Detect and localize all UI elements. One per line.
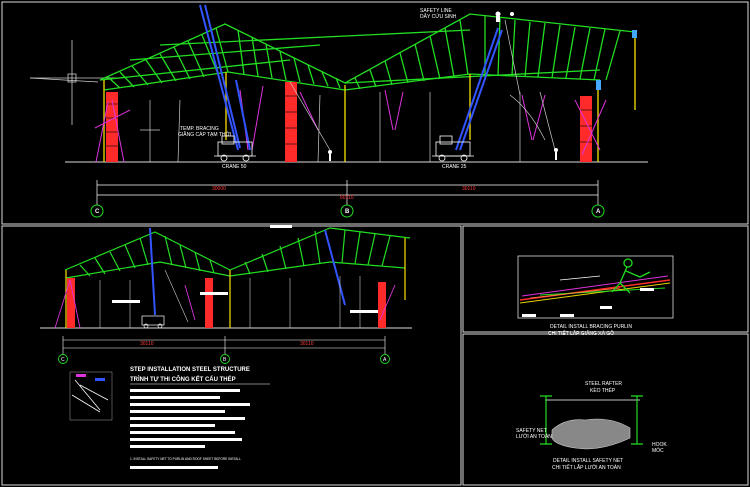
step-thumbnail [69,371,113,421]
bracing-purlin-detail: DETAIL INSTALL BRACING PURLIN CHI TIẾT L… [517,255,674,337]
roof-truss-2 [64,227,411,279]
grid-c-2: C [61,357,65,363]
temp-bracing-label: TEMP. BRACING [180,126,219,132]
grid-b-2: B [223,357,227,363]
crane-1 [214,135,256,162]
net-label: SAFETY NET [516,428,547,434]
step-text-lines [130,389,250,469]
labels-mid [112,225,378,313]
roof-truss [99,13,636,91]
hook-label-vi: MÓC [652,447,664,454]
step-title-en: STEP INSTALLATION STEEL STRUCTURE [130,367,250,373]
net-detail-title-en: DETAIL INSTALL SAFETY NET [553,458,623,464]
crane-1-label: CRANE 50 [222,164,247,170]
step-title-vi: TRÌNH TỰ THI CÔNG KẾT CẤU THÉP [130,375,236,383]
net-label-vi: LƯỚI AN TOÀN [516,433,552,440]
dim-left-2: 30110 [140,341,154,347]
dim-right: 30110 [462,186,476,192]
top-elevation: SAFETY LINE DÂY CỨU SINH TEMP. BRACING G… [29,4,648,218]
safety-net-panel-frame [462,333,749,486]
workers [328,11,558,161]
crane-2-label: CRANE 25 [442,164,467,170]
bracing-detail-panel-frame [462,225,749,333]
column-c [106,92,118,162]
rafter-label: STEEL RAFTER [585,381,622,387]
safety-line-label: SAFETY LINE [420,8,453,14]
grid-a-2: A [383,357,387,363]
safety-net-shape [551,418,631,450]
column-b [285,82,297,162]
crane-booms-2 [149,227,346,316]
i-beams [540,395,643,445]
cable-bracing-label: GIẰNG CÁP TẠM THỜI [178,130,231,138]
worker-figure [611,258,651,294]
grid-b: B [345,209,350,215]
net-detail-title-vi: CHI TIẾT LẮP LƯỚI AN TOÀN [552,463,621,471]
supports-2 [99,269,361,328]
bracing-detail-title-en: DETAIL INSTALL BRACING PURLIN [550,324,632,330]
column-cap-2 [632,30,637,38]
grid-c: C [95,209,100,215]
step-notes: STEP INSTALLATION STEEL STRUCTURE TRÌNH … [130,367,270,469]
bracing-detail-title-vi: CHI TIẾT LẮP GIẰNG XÀ GỒ [548,329,614,337]
crane-booms [199,4,503,151]
grid-a: A [596,209,601,215]
dimension-lines [96,180,599,205]
temporary-bracing [94,85,607,163]
column-cap [596,80,601,90]
temporary-supports [29,19,556,163]
mid-elevation: 30110 30110 C B A [40,225,412,364]
steel-columns-2 [67,278,386,328]
dim-total: 60110 [340,195,354,201]
dim-left: 30000 [212,186,226,192]
crane-2 [432,135,474,162]
top-panel-frame [1,1,749,225]
rafter-label-vi: KÈO THÉP [590,387,616,394]
lifeline-label: DÂY CỨU SINH [420,13,457,20]
hook-label: HOOK [652,442,667,448]
bracing-2 [54,279,396,329]
grid-bubbles-mid: C B A [58,354,390,364]
crane-3 [141,315,165,329]
column-a [580,96,592,162]
frame-posts-2 [65,238,406,328]
bottom-left-panel-frame [1,225,462,486]
steel-columns [106,82,592,162]
step-note: 1. INSTALL SAFETY NET TO PURLIN AND ROOF… [130,457,241,461]
safety-net-detail: STEEL RAFTER KÈO THÉP SAFETY NET LƯỚI AN… [516,381,667,471]
dim-right-2: 30110 [300,341,314,347]
grid-bubbles-top: C B A [90,204,605,218]
dimension-lines-2 [62,336,386,355]
